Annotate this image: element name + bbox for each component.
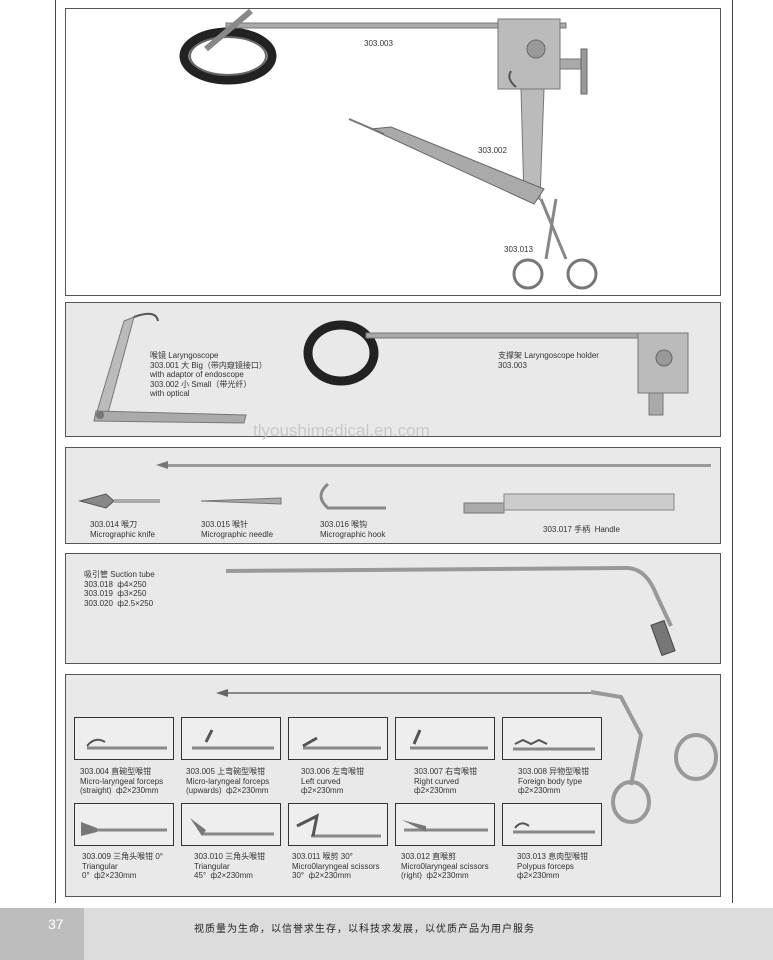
micrographic-tools-panel: 303.014 喉刀 Micrographic knife 303.015 喉针… xyxy=(65,447,721,544)
laryngoscope-panel: 喉镜 Laryngoscope 303.001 大 Big（带内窥镜接口） wi… xyxy=(65,302,721,437)
footer-bar xyxy=(84,908,773,960)
code-303003: 303.003 xyxy=(364,39,393,48)
handle-label: 303.017 手柄 Handle xyxy=(543,525,620,534)
forceps-303010-label: 303.010 三角头喉钳 Triangular 45° ф2×230mm xyxy=(194,852,266,880)
forceps-303008-thumb xyxy=(502,717,602,760)
forceps-303005-label: 303.005 上弯碗型喉钳 Micro-laryngeal forceps (… xyxy=(186,767,270,795)
laryngoscope-assembly-panel: 303.003 303.002 303.013 xyxy=(65,8,721,296)
forceps-303011-thumb xyxy=(288,803,388,846)
forceps-303013-thumb xyxy=(502,803,602,846)
laryngoscope-holder-description: 支撑架 Laryngoscope holder 303.003 xyxy=(498,351,599,370)
code-303013: 303.013 xyxy=(504,245,533,254)
suction-tube-panel: 吸引管 Suction tube 303.018 ф4×250 303.019 … xyxy=(65,553,721,664)
forceps-303007-thumb xyxy=(395,717,495,760)
laryngoscope-description: 喉镜 Laryngoscope 303.001 大 Big（带内窥镜接口） wi… xyxy=(150,351,267,398)
forceps-303011-label: 303.011 喉剪 30° Micro0laryngeal scissors … xyxy=(292,852,380,880)
forceps-303012-thumb xyxy=(395,803,495,846)
suction-tube-illustration xyxy=(225,565,676,657)
forceps-303012-label: 303.012 直喉剪 Micro0laryngeal scissors (ri… xyxy=(401,852,489,880)
forceps-303009-label: 303.009 三角头喉钳 0° Triangular 0° ф2×230mm xyxy=(82,852,164,880)
forceps-303010-thumb xyxy=(181,803,281,846)
code-303002: 303.002 xyxy=(478,146,507,155)
forceps-303004-label: 303.004 直碗型喉钳 Micro-laryngeal forceps (s… xyxy=(80,767,164,795)
knife-label: 303.014 喉刀 Micrographic knife xyxy=(90,520,155,539)
needle-label: 303.015 喉针 Micrographic needle xyxy=(201,520,274,539)
forceps-303007-label: 303.007 右弯喉钳 Right curved ф2×230mm xyxy=(414,767,478,795)
laryngoscope-assembly-illustration xyxy=(179,9,598,290)
forceps-master-illustration xyxy=(216,689,718,824)
watermark: tlyoushimedical.en.com xyxy=(253,421,430,440)
forceps-panel xyxy=(65,674,721,897)
laryngoscope-illustration xyxy=(93,312,689,424)
footer-slogan: 视质量为生命，以信誉求生存，以科技求发展，以优质产品为用户服务 xyxy=(194,924,535,935)
forceps-303005-thumb xyxy=(181,717,281,760)
suction-tube-description: 吸引管 Suction tube 303.018 ф4×250 303.019 … xyxy=(84,570,155,608)
forceps-303006-thumb xyxy=(288,717,388,760)
forceps-303013-label: 303.013 息肉型喉钳 Polypus forceps ф2×230mm xyxy=(517,852,589,880)
page-number: 37 xyxy=(48,916,64,932)
micrographic-tools-illustration xyxy=(78,461,711,514)
forceps-303009-thumb xyxy=(74,803,174,846)
forceps-303006-label: 303.006 左弯喉钳 Left curved ф2×230mm xyxy=(301,767,365,795)
hook-label: 303.016 喉钩 Micrographic hook xyxy=(320,520,386,539)
forceps-303008-label: 303.008 异物型喉钳 Foreign body type ф2×230mm xyxy=(518,767,590,795)
forceps-303004-thumb xyxy=(74,717,174,760)
